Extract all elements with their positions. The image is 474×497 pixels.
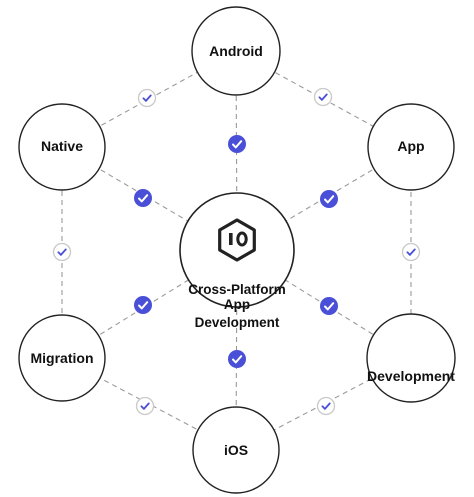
node-android-label: Android	[209, 43, 263, 59]
check-badge-icon-spoke-android	[228, 135, 246, 153]
node-native: Native	[18, 103, 106, 191]
check-badge-icon-app-development	[401, 242, 421, 262]
node-native-circle	[18, 103, 106, 191]
node-migration-circle	[18, 314, 106, 402]
check-badge-icon-native-android	[137, 88, 157, 108]
node-development-circle	[366, 313, 456, 403]
node-ios-label: iOS	[224, 442, 248, 458]
check-badge-icon-spoke-app	[320, 190, 338, 208]
check-badge-icon-ios-migration	[135, 396, 155, 416]
center-circle	[179, 192, 295, 308]
node-migration: Migration	[18, 314, 106, 402]
center-label-line-1: Cross-Platform	[188, 282, 286, 297]
check-badge-icon-spoke-development	[320, 297, 338, 315]
node-android: Android	[191, 6, 281, 96]
node-app-circle	[367, 103, 455, 191]
check-badge-icon-android-app	[313, 87, 333, 107]
center-label-line-3: Development	[195, 315, 280, 330]
check-badge-icon-development-ios	[316, 396, 336, 416]
check-badge-icon-spoke-migration	[134, 296, 152, 314]
node-native-label: Native	[41, 138, 83, 154]
node-migration-label: Migration	[31, 350, 94, 366]
node-android-circle	[191, 6, 281, 96]
check-badge-icon-spoke-native	[134, 189, 152, 207]
node-app: App	[367, 103, 455, 191]
check-badge-icon-migration-native	[52, 242, 72, 262]
center-hub: Cross-Platform App Development	[179, 192, 295, 330]
hexagon-logo-icon	[218, 218, 256, 262]
check-badge-icon-spoke-ios	[228, 350, 246, 368]
node-development: Development	[366, 313, 456, 403]
badges-layer	[52, 87, 421, 416]
node-development-label: Development	[367, 368, 455, 384]
node-ios: iOS	[192, 406, 280, 494]
center-label-line-2: App	[224, 297, 250, 312]
node-app-label: App	[397, 138, 424, 154]
node-ios-circle	[192, 406, 280, 494]
